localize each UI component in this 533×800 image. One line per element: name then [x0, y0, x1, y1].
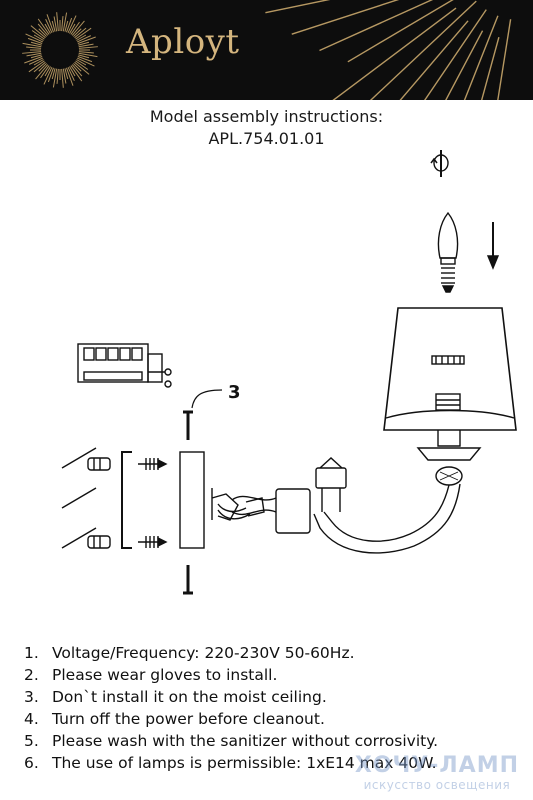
terminal-block	[77, 343, 172, 388]
instruction-item: 6.The use of lamps is permissible: 1xE14…	[24, 754, 437, 772]
title-model-number: APL.754.01.01	[208, 129, 325, 148]
bulb	[437, 211, 459, 293]
instruction-item: 2.Please wear gloves to install.	[24, 666, 278, 684]
down-arrow-icon	[486, 222, 500, 270]
instruction-item: 4.Turn off the power before cleanout.	[24, 710, 325, 728]
watermark-brand: ХОЧУ-ЛАМП	[354, 753, 519, 778]
watermark: ХОЧУ-ЛАМП искусство освещения	[354, 753, 519, 793]
mounting-screws	[183, 389, 223, 595]
header-banner: Aployt	[0, 0, 533, 100]
page-title: Model assembly instructions: APL.754.01.…	[0, 106, 533, 150]
title-line-1: Model assembly instructions:	[149, 107, 384, 126]
brand-logo: Aployt	[126, 22, 240, 62]
instruction-item: 1.Voltage/Frequency: 220-230V 50-60Hz.	[24, 644, 355, 662]
lampshade	[383, 307, 517, 431]
wall-plate	[179, 451, 265, 549]
instruction-item: 3.Don`t install it on the moist ceiling.	[24, 688, 327, 706]
instructions-list: 1.Voltage/Frequency: 220-230V 50-60Hz. 2…	[24, 642, 524, 774]
wall-plugs	[61, 447, 168, 549]
instruction-item: 5.Please wash with the sanitizer without…	[24, 732, 439, 750]
connector-cylinder	[231, 488, 311, 534]
assembly-diagram: 3	[61, 150, 517, 595]
sunburst-decoration	[22, 0, 512, 100]
socket-arm	[313, 430, 482, 554]
callout-3: 3	[228, 382, 241, 403]
rotate-icon	[430, 150, 449, 177]
watermark-tagline: искусство освещения	[363, 778, 511, 792]
